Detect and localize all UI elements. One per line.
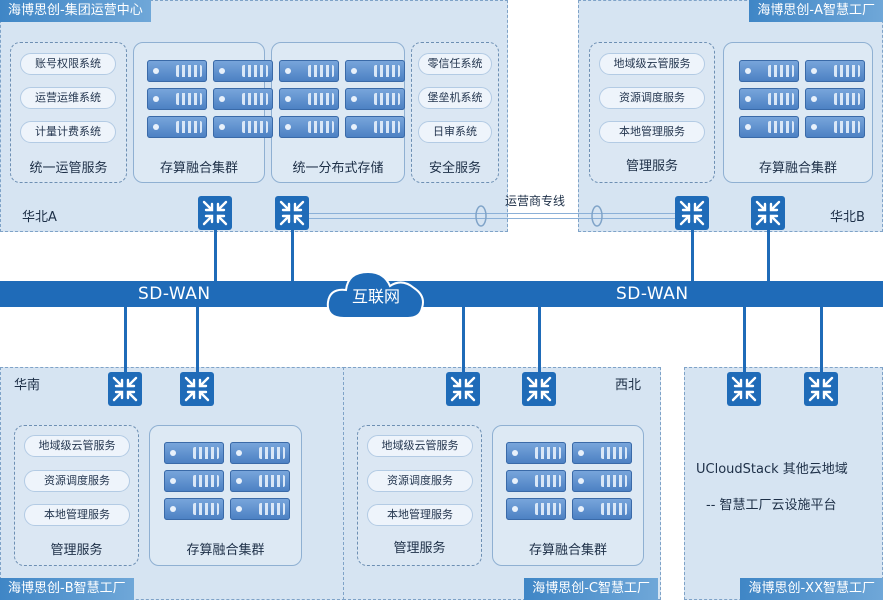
server-icon <box>213 88 273 110</box>
factory-c-mgmt-item: 地域级云管服务 <box>367 435 473 457</box>
hq-region-label: 华北A <box>22 210 57 225</box>
factory-a-title: 海博思创-A智慧工厂 <box>749 0 883 22</box>
server-icon <box>805 60 865 82</box>
hq-ops-item: 计量计费系统 <box>20 121 116 143</box>
switch-icon <box>198 196 232 230</box>
factory-c-mgmt-label: 管理服务 <box>393 541 446 556</box>
server-icon <box>506 498 566 520</box>
server-icon <box>147 116 207 138</box>
dedicated-line <box>300 218 692 219</box>
factory-a-mgmt-label: 管理服务 <box>625 159 678 174</box>
server-icon <box>279 88 339 110</box>
connector-line <box>767 230 770 282</box>
server-icon <box>147 88 207 110</box>
internet-label: 互联网 <box>351 287 400 306</box>
server-icon <box>506 442 566 464</box>
server-icon <box>213 116 273 138</box>
server-icon <box>345 116 405 138</box>
factory-a-mgmt-item: 本地管理服务 <box>599 121 705 143</box>
dedicated-line-label: 运营商专线 <box>505 194 566 208</box>
connector-line <box>691 230 694 282</box>
server-icon <box>230 470 290 492</box>
factory-b-cluster-label: 存算融合集群 <box>186 543 265 558</box>
switch-icon <box>275 196 309 230</box>
factory-xx-line2: -- 智慧工厂云设施平台 <box>706 498 837 513</box>
hq-ops-item: 账号权限系统 <box>20 53 116 75</box>
dedicated-line-ring-icon <box>475 205 487 227</box>
factory-b-mgmt-item: 资源调度服务 <box>24 470 130 492</box>
dedicated-line <box>300 213 692 214</box>
sdwan-left-label: SD-WAN <box>138 284 211 304</box>
server-icon <box>279 116 339 138</box>
factory-a-mgmt-item: 资源调度服务 <box>599 87 705 109</box>
factory-b-title: 海博思创-B智慧工厂 <box>0 578 134 600</box>
factory-b-mgmt-label: 管理服务 <box>50 543 103 558</box>
hq-security-label: 安全服务 <box>428 161 481 176</box>
connector-line <box>538 306 541 372</box>
hq-security-item: 日审系统 <box>418 121 492 143</box>
sdwan-right-label: SD-WAN <box>616 284 689 304</box>
connector-line <box>291 230 294 282</box>
server-icon <box>147 60 207 82</box>
hq-storage-label: 统一分布式存储 <box>292 161 384 176</box>
factory-b-mgmt-item: 地域级云管服务 <box>24 435 130 457</box>
server-icon <box>164 498 224 520</box>
server-icon <box>213 60 273 82</box>
dedicated-line-ring-icon <box>591 205 603 227</box>
factory-a-mgmt-item: 地域级云管服务 <box>599 53 705 75</box>
switch-icon <box>108 372 142 406</box>
factory-xx-title: 海博思创-XX智慧工厂 <box>740 578 883 600</box>
server-icon <box>805 116 865 138</box>
connector-line <box>820 306 823 372</box>
server-icon <box>572 498 632 520</box>
server-icon <box>345 88 405 110</box>
connector-line <box>743 306 746 372</box>
server-icon <box>164 470 224 492</box>
sdwan-band <box>0 281 883 307</box>
server-icon <box>572 470 632 492</box>
server-icon <box>164 442 224 464</box>
switch-icon <box>751 196 785 230</box>
hq-security-item: 零信任系统 <box>418 53 492 75</box>
hq-ops-label: 统一运管服务 <box>29 161 108 176</box>
server-icon <box>805 88 865 110</box>
server-icon <box>345 60 405 82</box>
factory-xx-line1: UCloudStack 其他云地域 <box>696 462 848 477</box>
switch-icon <box>727 372 761 406</box>
factory-a-cluster-label: 存算融合集群 <box>758 161 837 176</box>
connector-line <box>462 306 465 372</box>
switch-icon <box>804 372 838 406</box>
switch-icon <box>180 372 214 406</box>
factory-a-region-label: 华北B <box>830 210 865 225</box>
factory-xx-zone <box>684 367 883 600</box>
factory-c-region-label: 西北 <box>615 378 642 393</box>
switch-icon <box>446 372 480 406</box>
server-icon <box>230 442 290 464</box>
factory-c-mgmt-item: 资源调度服务 <box>367 470 473 492</box>
connector-line <box>124 306 127 372</box>
hq-ops-item: 运营运维系统 <box>20 87 116 109</box>
connector-line <box>214 230 217 282</box>
factory-c-mgmt-item: 本地管理服务 <box>367 504 473 526</box>
server-icon <box>506 470 566 492</box>
factory-b-region-label: 华南 <box>14 378 41 393</box>
server-icon <box>739 116 799 138</box>
server-icon <box>230 498 290 520</box>
factory-c-cluster-label: 存算融合集群 <box>528 543 607 558</box>
connector-line <box>196 306 199 372</box>
factory-b-mgmt-item: 本地管理服务 <box>24 504 130 526</box>
server-icon <box>279 60 339 82</box>
cloud-icon <box>326 270 424 319</box>
switch-icon <box>675 196 709 230</box>
factory-c-title: 海博思创-C智慧工厂 <box>524 578 658 600</box>
server-icon <box>739 60 799 82</box>
server-icon <box>572 442 632 464</box>
hq-security-item: 堡垒机系统 <box>418 87 492 109</box>
switch-icon <box>522 372 556 406</box>
server-icon <box>739 88 799 110</box>
hq-cluster-label: 存算融合集群 <box>159 161 238 176</box>
hq-title: 海博思创-集团运营中心 <box>0 0 151 22</box>
